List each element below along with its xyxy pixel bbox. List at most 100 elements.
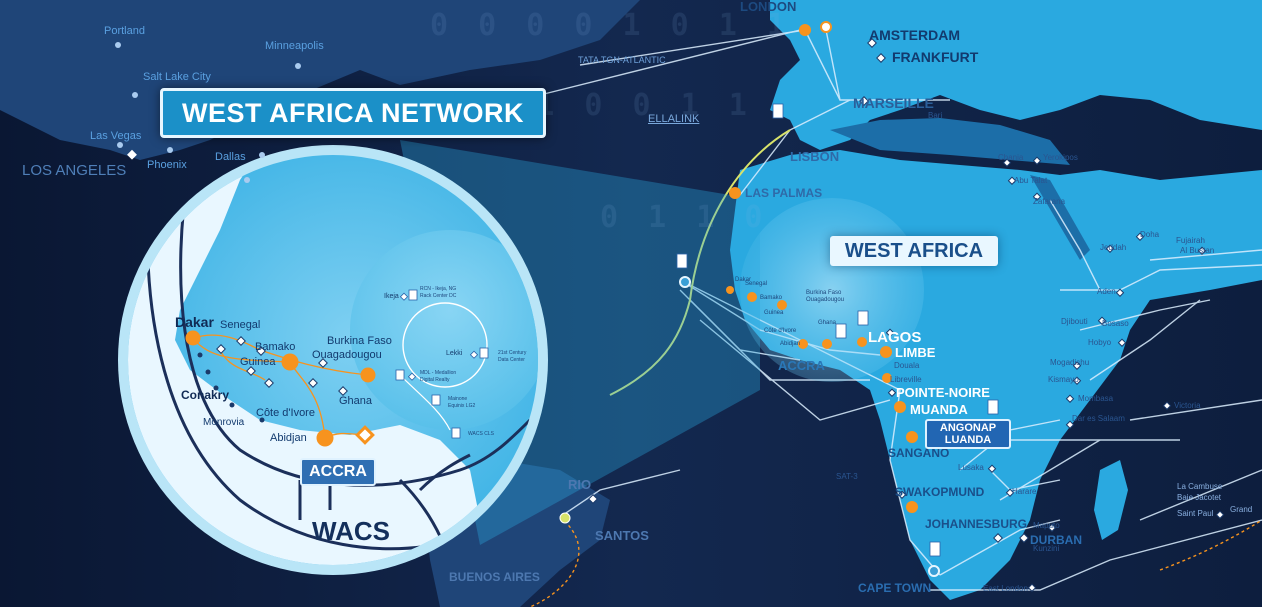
city-maputo: Maputo bbox=[1033, 521, 1060, 530]
city-abu-talat: Abu Talat bbox=[1014, 176, 1048, 185]
angonap-line1: ANGONAP bbox=[939, 422, 997, 434]
city-amsterdam: AMSTERDAM bbox=[869, 27, 960, 43]
mini-ghana: Ghana bbox=[818, 320, 837, 326]
city-rio: RIO bbox=[568, 477, 592, 492]
city-lisbon: LISBON bbox=[790, 149, 840, 164]
ellalink-cable bbox=[609, 129, 791, 396]
dotted-cable bbox=[529, 516, 580, 607]
city-lusaka: Lusaka bbox=[958, 463, 984, 472]
angonap-luanda-label: ANGONAP LUANDA bbox=[925, 419, 1011, 449]
mini-burkina: Burkina Faso bbox=[806, 290, 842, 296]
zoom-mdl-line2: Digital Realty bbox=[420, 377, 450, 383]
binary-overlay: 0 0 0 0 1 0 1 1 bbox=[430, 8, 791, 43]
wacs-label: WACS bbox=[312, 516, 390, 546]
zoom-circle bbox=[118, 145, 548, 575]
city-al-bustan: Al Bustan bbox=[1180, 246, 1215, 255]
mini-cote: Côte d'Ivore bbox=[764, 328, 797, 334]
city-saint-paul: Saint Paul bbox=[1177, 509, 1214, 518]
city-santos: SANTOS bbox=[595, 528, 649, 543]
zoom-lekki: Lekki bbox=[446, 350, 463, 357]
angonap-line2: LUANDA bbox=[944, 434, 992, 446]
zoom-ouaga: Ouagadougou bbox=[312, 349, 382, 361]
mini-senegal: Senegal bbox=[745, 281, 768, 287]
city-baie-jacotet: Baie Jacotet bbox=[1177, 493, 1222, 502]
zoom-nodes bbox=[185, 289, 489, 447]
mediterranean-sea bbox=[830, 118, 1070, 165]
zoom-mainone-line1: Mainone bbox=[448, 396, 468, 402]
zoom-mdl-line1: MDL - Medallion bbox=[420, 370, 457, 376]
city-hobyo: Hobyo bbox=[1088, 338, 1112, 347]
city-johannesburg: JOHANNESBURG bbox=[925, 517, 1028, 531]
city-zafarana: Zafarana bbox=[1033, 197, 1066, 206]
city-swakopmund: SWAKOPMUND bbox=[895, 485, 985, 499]
zoom-mainone-line2: Equinix LG2 bbox=[448, 403, 476, 409]
city-mogadishu: Mogadishu bbox=[1050, 358, 1090, 367]
zoom-ikeja: Ikeja bbox=[384, 293, 399, 300]
city-phoenix: Phoenix bbox=[147, 159, 187, 171]
zoom-conakry: Conakry bbox=[181, 388, 230, 402]
city-lagos: LAGOS bbox=[868, 329, 922, 346]
zoom-cote: Côte d'Ivore bbox=[256, 407, 315, 419]
zoom-bamako: Bamako bbox=[255, 341, 296, 353]
city-grand: Grand bbox=[1230, 505, 1253, 514]
accra-label: ACCRA bbox=[300, 458, 376, 486]
city-dallas: Dallas bbox=[215, 151, 246, 163]
city-kismayo: Kismayo bbox=[1048, 375, 1079, 384]
zoom-guinea: Guinea bbox=[240, 356, 276, 368]
city-aden: Aden bbox=[1097, 287, 1116, 296]
city-portland: Portland bbox=[104, 25, 145, 37]
cable-tata: TATA TGN-ATLANTIC bbox=[578, 55, 666, 65]
city-yerokipos: Yerokipos bbox=[1043, 153, 1078, 162]
cable-sat3: SAT-3 bbox=[836, 472, 858, 481]
city-doha: Doha bbox=[1140, 230, 1160, 239]
madagascar-landmass bbox=[1094, 460, 1128, 540]
zoom-rcn-line1: RCN - Ikeja, NG bbox=[420, 286, 457, 292]
city-harare: Harare bbox=[1012, 487, 1037, 496]
city-frankfurt: FRANKFURT bbox=[892, 49, 979, 65]
city-dar-es-salaam: Dar es Salaam bbox=[1072, 414, 1125, 423]
mini-dakar: Dakar bbox=[735, 277, 752, 283]
city-london: LONDON bbox=[740, 0, 797, 14]
zoom-dakar: Dakar bbox=[175, 314, 214, 330]
city-pointe-noire: POINTE-NOIRE bbox=[896, 385, 990, 400]
map-nodes bbox=[115, 21, 1225, 592]
zoom-abidjan: Abidjan bbox=[270, 432, 307, 444]
accra-small-label: ACCRA bbox=[778, 358, 825, 373]
city-los-angeles: LOS ANGELES bbox=[22, 162, 127, 179]
page-title: WEST AFRICA NETWORK bbox=[160, 88, 546, 138]
city-las-vegas: Las Vegas bbox=[90, 130, 142, 142]
city-kunzini: Kunzini bbox=[1033, 544, 1060, 553]
zoom-21c-line1: 21st Century bbox=[498, 350, 527, 356]
city-durban: DURBAN bbox=[1030, 533, 1082, 547]
zoom-senegal: Senegal bbox=[220, 319, 261, 331]
city-salt-lake: Salt Lake City bbox=[143, 71, 211, 83]
dotted-cable-2 bbox=[1159, 519, 1262, 571]
city-djibouti: Djibouti bbox=[1061, 317, 1088, 326]
europe-landmass bbox=[770, 0, 1262, 150]
mini-guinea: Guinea bbox=[764, 310, 784, 316]
city-las-palmas: LAS PALMAS bbox=[745, 186, 823, 200]
city-minneapolis: Minneapolis bbox=[265, 40, 324, 52]
city-fujairah: Fujairah bbox=[1176, 236, 1205, 245]
city-limbe: LIMBE bbox=[895, 345, 936, 360]
city-mombasa: Mombasa bbox=[1078, 394, 1114, 403]
city-bosaso: Bosaso bbox=[1102, 319, 1129, 328]
zoom-21c-line2: Data Center bbox=[498, 357, 525, 363]
west-africa-label: WEST AFRICA bbox=[830, 236, 998, 266]
city-marseille: MARSEILLE bbox=[853, 95, 934, 111]
mini-abidjan: Abidjan bbox=[780, 341, 801, 347]
zoom-ghana: Ghana bbox=[339, 395, 373, 407]
city-victoria: Victoria bbox=[1174, 401, 1201, 410]
city-east-london: East London bbox=[983, 584, 1028, 593]
zoom-monrovia: Monrovia bbox=[203, 417, 245, 428]
zoom-rcn-line2: Rack Center DC bbox=[420, 293, 457, 299]
city-libreville: Libreville bbox=[890, 375, 922, 384]
city-bari: Bari bbox=[928, 111, 943, 120]
city-la-cambuse: La Cambuse bbox=[1177, 482, 1223, 491]
mini-bamako: Bamako bbox=[760, 295, 783, 301]
city-chania: Chania bbox=[998, 153, 1024, 162]
city-jeddah: Jeddah bbox=[1100, 243, 1127, 252]
mini-ouaga: Ouagadougou bbox=[806, 297, 845, 303]
cable-ellalink: ELLALINK bbox=[648, 113, 700, 125]
